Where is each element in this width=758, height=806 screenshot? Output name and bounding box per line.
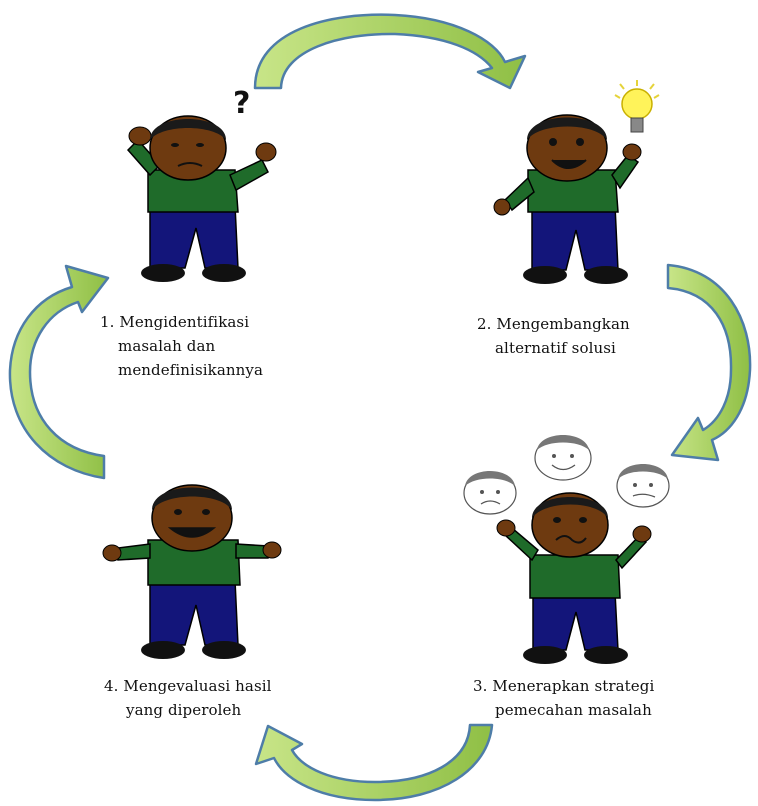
arrow-bottom xyxy=(254,723,494,802)
step-1-number: 1. xyxy=(100,313,115,331)
sad-face-icon xyxy=(463,471,517,515)
caption-step-2: 2. Mengembangkan alternatif solusi xyxy=(477,312,630,360)
happy-face-icon xyxy=(534,435,592,481)
figure-step-1 xyxy=(126,115,277,282)
step-1-line-3: mendefinisikannya xyxy=(118,361,264,379)
arrow-right xyxy=(666,263,752,462)
figure-step-3 xyxy=(496,492,652,664)
lightbulb-icon xyxy=(614,80,660,133)
step-3-number: 3. xyxy=(473,677,488,695)
question-mark-icon: ? xyxy=(233,86,251,121)
step-2-line-1: Mengembangkan xyxy=(496,315,630,333)
arrow-left xyxy=(8,264,110,480)
step-4-number: 4. xyxy=(104,677,119,695)
neutral-face-icon xyxy=(616,464,670,508)
step-4-line-2: yang diperoleh xyxy=(126,701,242,719)
caption-step-4: 4. Mengevaluasi hasil yang diperoleh xyxy=(104,674,272,722)
step-2-number: 2. xyxy=(477,315,492,333)
figure-step-2 xyxy=(493,114,642,284)
arrow-top xyxy=(253,13,527,90)
step-3-line-2: pemecahan masalah xyxy=(495,701,652,719)
figure-step-4 xyxy=(102,484,282,659)
step-1-line-1: Mengidentifikasi xyxy=(119,313,250,331)
step-2-line-2: alternatif solusi xyxy=(495,339,616,357)
step-4-line-1: Mengevaluasi hasil xyxy=(123,677,272,695)
caption-step-1: 1. Mengidentifikasi masalah dan mendefin… xyxy=(100,310,263,382)
caption-step-3: 3. Menerapkan strategi pemecahan masalah xyxy=(473,674,654,722)
step-1-line-2: masalah dan xyxy=(118,337,216,355)
step-3-line-1: Menerapkan strategi xyxy=(492,677,655,695)
